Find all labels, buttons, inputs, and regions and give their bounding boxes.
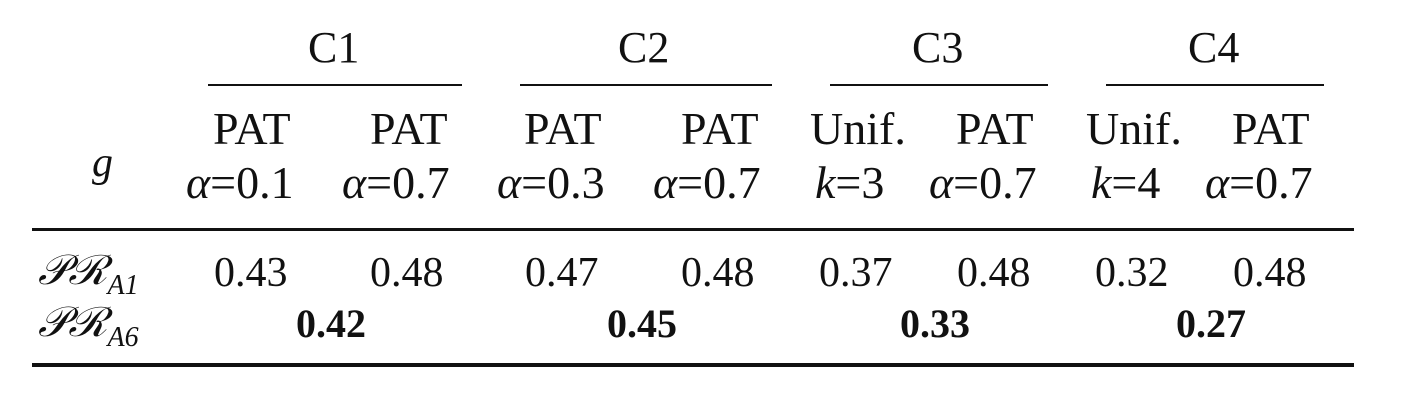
method-c3-2: PAT (956, 103, 1034, 154)
param-symbol: α (497, 157, 522, 208)
param-value: =4 (1111, 157, 1161, 208)
method-c1-2: PAT (370, 103, 448, 154)
param-value: =0.7 (953, 157, 1037, 208)
param-c4-2: α=0.7 (1205, 160, 1313, 206)
row-header-g: g (92, 140, 113, 186)
row-label-a6: 𝒫ℛA6 (38, 302, 139, 352)
row-label-a1: 𝒫ℛA1 (38, 250, 139, 300)
row-label-subscript: A1 (107, 270, 139, 301)
param-value: =0.7 (1229, 157, 1313, 208)
param-symbol: k (815, 157, 836, 208)
param-c2-1: α=0.3 (497, 160, 605, 206)
param-c2-2: α=0.7 (653, 160, 761, 206)
table-bottomrule (32, 363, 1354, 367)
group-title-c4: C4 (1188, 23, 1240, 72)
param-c1-2: α=0.7 (342, 160, 450, 206)
cell-a1-c1-1: 0.43 (214, 250, 288, 296)
group-underline-c3 (830, 84, 1048, 86)
param-value: =0.3 (521, 157, 605, 208)
table-midrule (32, 228, 1354, 231)
cell-a1-c4-2: 0.48 (1233, 250, 1307, 296)
param-value: =3 (835, 157, 885, 208)
param-c1-1: α=0.1 (186, 160, 294, 206)
group-title-c3: C3 (912, 23, 964, 72)
param-value: =0.1 (210, 157, 294, 208)
cell-a1-c2-1: 0.47 (525, 250, 599, 296)
param-value: =0.7 (366, 157, 450, 208)
group-underline-c2 (520, 84, 772, 86)
param-c3-2: α=0.7 (929, 160, 1037, 206)
group-underline-c1 (208, 84, 462, 86)
param-symbol: α (1205, 157, 1230, 208)
param-symbol: α (186, 157, 211, 208)
cell-a1-c1-2: 0.48 (370, 250, 444, 296)
method-c4-1: Unif. (1086, 103, 1182, 154)
cell-a6-c2: 0.45 (607, 301, 677, 346)
cell-a1-c3-1: 0.37 (819, 250, 893, 296)
row-label-symbol: 𝒫ℛ (38, 248, 108, 294)
cell-a1-c3-2: 0.48 (957, 250, 1031, 296)
param-symbol: k (1091, 157, 1112, 208)
method-c3-1: Unif. (810, 103, 906, 154)
cell-a1-c2-2: 0.48 (681, 250, 755, 296)
cell-a6-c1: 0.42 (296, 301, 366, 346)
cell-a6-c3: 0.33 (900, 301, 970, 346)
cell-a6-c4: 0.27 (1176, 301, 1246, 346)
method-c4-2: PAT (1232, 103, 1310, 154)
method-c2-1: PAT (524, 103, 602, 154)
group-underline-c4 (1106, 84, 1324, 86)
method-c1-1: PAT (213, 103, 291, 154)
group-title-c2: C2 (618, 23, 670, 72)
param-c3-1: k=3 (815, 160, 884, 206)
param-symbol: α (653, 157, 678, 208)
row-label-symbol: 𝒫ℛ (38, 300, 108, 346)
param-value: =0.7 (677, 157, 761, 208)
param-c4-1: k=4 (1091, 160, 1160, 206)
method-c2-2: PAT (681, 103, 759, 154)
group-title-c1: C1 (308, 23, 360, 72)
cell-a1-c4-1: 0.32 (1095, 250, 1169, 296)
row-label-subscript: A6 (107, 322, 139, 353)
param-symbol: α (929, 157, 954, 208)
param-symbol: α (342, 157, 367, 208)
